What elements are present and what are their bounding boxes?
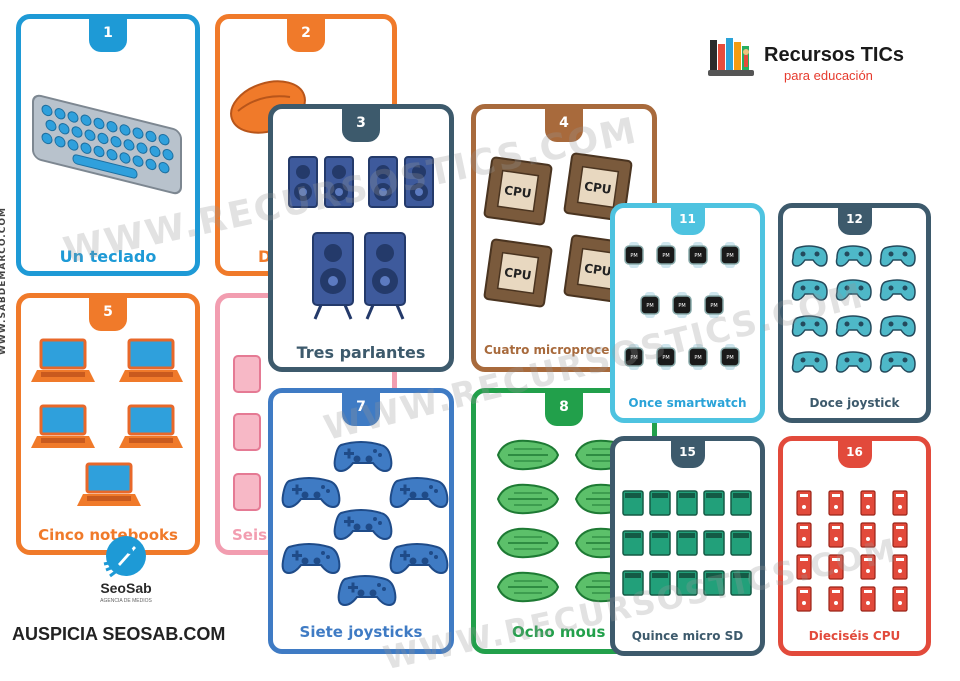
- card-number-badge: 5: [89, 298, 127, 331]
- card-label: Doce joystick: [809, 396, 900, 410]
- sponsor-tagline: AGENCIA DE MEDIOS: [100, 598, 152, 604]
- card-label: Ocho mous: [512, 623, 606, 641]
- card-label: Cinco notebooks: [38, 526, 178, 544]
- card-label: Seis: [232, 526, 268, 544]
- card-3: 3 Tres parlantes: [268, 104, 454, 372]
- books-laptop-icon: [708, 38, 754, 76]
- card-label: Siete joysticks: [299, 623, 423, 641]
- speaker-icon: [288, 156, 434, 321]
- cpu-tower-icon: [796, 490, 908, 612]
- card-label: Once smartwatch: [628, 396, 747, 410]
- keyboard-icon: [32, 94, 182, 195]
- card-1: 1 Un teclado: [16, 14, 200, 276]
- card-5: 5 Cinco notebooks: [16, 293, 200, 555]
- card-number-badge: 4: [545, 109, 583, 142]
- sponsor-logo: SeoSab AGENCIA DE MEDIOS: [86, 534, 166, 614]
- card-label: Dieciséis CPU: [808, 629, 901, 643]
- can-icon: [233, 355, 261, 511]
- sponsor-logo-name: SeoSab: [100, 580, 152, 596]
- card-number-badge: 2: [287, 19, 325, 52]
- card-4: 4 CPU Cuatro microproces: [471, 104, 657, 372]
- card-11: 11 PM Once smartwatch: [610, 203, 765, 423]
- brand-subtitle: para educación: [784, 68, 873, 83]
- card-label: Cuatro microproces: [484, 343, 617, 357]
- card-number-badge: 8: [545, 393, 583, 426]
- sd-card-icon: [622, 490, 752, 596]
- smartwatch-icon: PM: [624, 241, 740, 371]
- side-website-text: WWW.SABDEMARCO.COM: [0, 207, 8, 355]
- gamepad-icon: [281, 441, 449, 606]
- card-label: Un teclado: [59, 247, 157, 266]
- card-label: D: [258, 247, 272, 266]
- sponsor-text: AUSPICIA SEOSAB.COM: [12, 624, 226, 644]
- card-number-badge: 15: [670, 441, 705, 468]
- card-number-badge: 1: [89, 19, 127, 52]
- laptop-icon: [29, 338, 185, 508]
- card-number-badge: 3: [342, 109, 380, 142]
- card-12: 12 Doce joystick: [778, 203, 931, 423]
- card-7: 7 Siete joysticks: [268, 388, 454, 654]
- card-label: Tres parlantes: [296, 343, 426, 362]
- card-label: Quince micro SD: [631, 629, 744, 643]
- gamepad-icon: [791, 245, 916, 373]
- card-number-badge: 12: [837, 208, 872, 235]
- brand-title: Recursos TICs: [764, 44, 905, 66]
- card-number-badge: 11: [670, 208, 705, 235]
- rocket-icon: [103, 536, 146, 578]
- card-number-badge: 16: [837, 441, 872, 468]
- card-number-badge: 7: [342, 393, 380, 426]
- card-15: 15 Quince micro SD: [610, 436, 765, 656]
- brand-logo: Recursos TICs para educación: [706, 32, 926, 92]
- card-16: 16 Dieciséis CPU: [778, 436, 931, 656]
